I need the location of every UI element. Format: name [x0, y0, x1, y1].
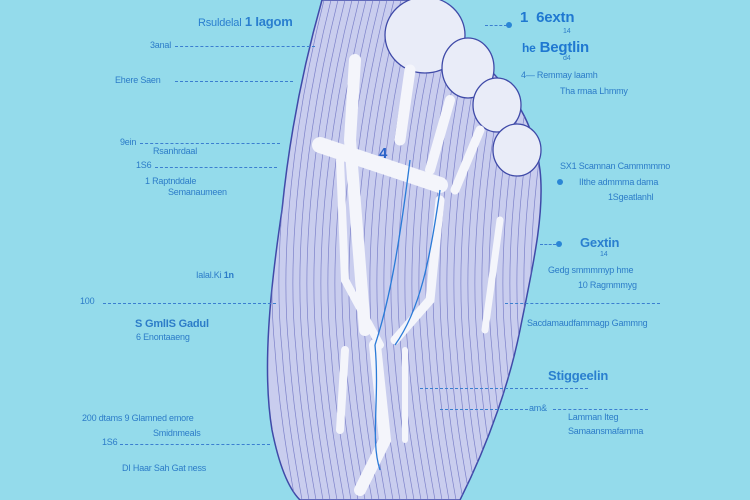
label-right-8-sub: 14: [600, 251, 608, 258]
foot-bones: [312, 54, 504, 496]
title-prefix: Rsuldelal: [198, 17, 242, 29]
label-left-9: 100: [80, 296, 95, 306]
skin-striation: [425, 0, 465, 500]
title-number: 1: [244, 14, 252, 29]
label-left-1: 3anal: [150, 40, 172, 50]
leader-line: [175, 81, 293, 82]
label-right-7: 1Sgeatlanhl: [608, 192, 654, 202]
label-right-3-num: 4: [521, 70, 526, 80]
label-left-8-text: Ialal.Ki: [196, 270, 222, 280]
label-right-1-num: 1: [520, 9, 529, 26]
label-left-5: 1S6: [136, 160, 152, 170]
label-right-3-text: Remmay laamh: [536, 70, 598, 80]
label-right-9: Gedg smmmmyp hme: [548, 265, 634, 275]
label-left-3: 9ein: [120, 137, 137, 147]
label-right-3: 4— Remmay laamh: [521, 70, 598, 80]
skin-striation: [285, 0, 325, 500]
label-right-10: 10 Ragmmmyg: [578, 280, 637, 290]
label-left-8: Ialal.Ki 1n: [196, 270, 234, 280]
label-right-13: am&: [529, 403, 547, 413]
skin-striation: [404, 0, 444, 500]
skin-striation: [369, 0, 409, 500]
leader-line: [540, 244, 556, 245]
label-left-14: 1S6: [102, 437, 118, 447]
label-right-1-sub: 14: [563, 28, 571, 35]
label-right-2-text: Begtlin: [539, 39, 590, 56]
diagram-title: Rsuldelal 1 Iagom: [198, 14, 293, 29]
leader-line: [505, 303, 660, 304]
label-right-11: Sacdamaudfammagp Gammng: [527, 318, 648, 328]
label-right-5: SX1 Scamnan Cammmmmo: [560, 161, 671, 171]
toes: [384, 0, 542, 177]
title-word: Iagom: [255, 14, 293, 29]
label-right-6: IIthe admmma dama: [579, 177, 659, 187]
skin-striation: [376, 0, 416, 500]
nerves: [374, 159, 441, 471]
label-right-1: 1 6extn: [520, 9, 574, 26]
label-left-2: Ehere Saen: [115, 75, 161, 85]
label-right-2: he Begtlin: [522, 39, 589, 56]
skin-striation: [292, 0, 332, 500]
leader-line: [440, 409, 528, 410]
label-left-15: DI Haar Sah Gat ness: [122, 463, 207, 473]
skin-striation: [299, 0, 339, 500]
leader-line: [155, 167, 277, 168]
skin-striation: [327, 0, 367, 500]
leader-line: [103, 303, 276, 304]
label-right-15: Samaansmafamma: [568, 426, 644, 436]
skin-striation: [320, 0, 360, 500]
label-left-7: Semanaumeen: [168, 187, 227, 197]
label-left-6: 1 Raptnddale: [145, 176, 197, 186]
callout-dot: [556, 241, 562, 247]
skin-striation: [341, 0, 381, 500]
label-left-8-num: 1n: [223, 270, 234, 280]
leader-line: [420, 388, 588, 389]
skin-striation: [306, 0, 346, 500]
center-label: 4: [379, 145, 388, 162]
leader-line: [140, 143, 280, 144]
leader-line: [120, 444, 270, 445]
leader-line: [175, 46, 315, 47]
label-right-14: Lamman Iteg: [568, 412, 619, 422]
skin-striation: [397, 0, 437, 500]
label-left-4: Rsanhrdaal: [153, 146, 198, 156]
label-left-12: 200 dtams 9 Glamned emore: [82, 413, 194, 423]
label-right-8: Gextin: [580, 235, 620, 250]
label-right-1-text: 6extn: [536, 9, 575, 26]
label-right-12: Stiggeelin: [548, 368, 609, 383]
leader-line: [485, 25, 507, 26]
skin-striation: [313, 0, 353, 500]
callout-dot: [506, 22, 512, 28]
callout-dot: [557, 179, 563, 185]
leader-line: [553, 409, 648, 410]
label-left-10: S GmlIS Gadul: [135, 318, 209, 330]
label-right-2-sub: d4: [563, 55, 571, 62]
label-right-4: Tha rmaa Lhmmy: [560, 86, 628, 96]
skin-striation: [348, 0, 388, 500]
label-left-13: Smidnmeals: [153, 428, 201, 438]
label-left-11: 6 Enontaaeng: [136, 332, 190, 342]
label-right-2-pre: he: [522, 41, 536, 55]
